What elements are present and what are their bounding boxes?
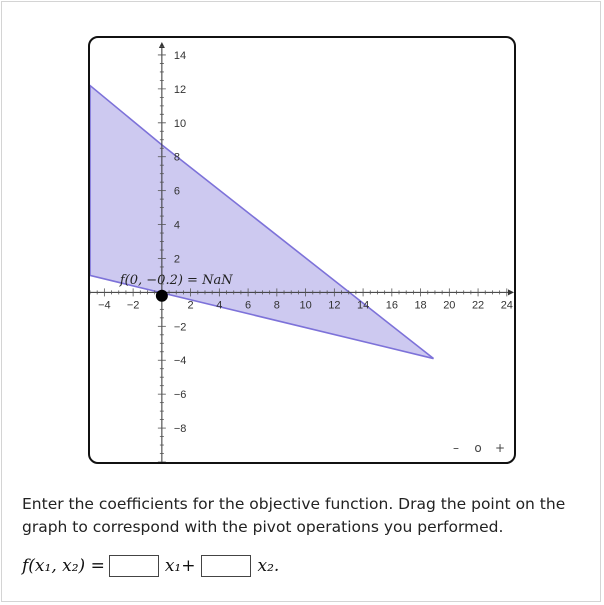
x-tick-label: 10: [299, 299, 311, 311]
y-tick-label: 2: [174, 253, 180, 265]
feasible-region: [90, 84, 435, 360]
x2-coefficient-input[interactable]: [201, 555, 252, 577]
x-tick-label: 24: [501, 299, 513, 311]
x-tick-label: 18: [414, 299, 426, 311]
x-tick-label: −4: [98, 299, 111, 311]
y-tick-label: 6: [174, 186, 180, 198]
instructions-text: Enter the coefficients for the objective…: [22, 495, 566, 536]
y-tick-label: 8: [174, 152, 180, 164]
y-tick-label: −8: [174, 423, 187, 435]
x-tick-label: 12: [328, 299, 340, 311]
y-tick-label: 10: [174, 118, 186, 130]
y-tick-label: −4: [174, 355, 187, 367]
x-tick-label: 8: [274, 299, 280, 311]
zoom-out-button[interactable]: –: [453, 441, 459, 455]
y-axis-arrow: [158, 42, 165, 48]
draggable-point[interactable]: [155, 289, 168, 302]
y-tick-label: 12: [174, 84, 186, 96]
point-label: f(0, −0.2) = NaN: [119, 273, 233, 288]
x1-variable-label: x₁+: [164, 556, 196, 576]
y-tick-label: 14: [174, 50, 186, 62]
y-tick-label: 4: [174, 220, 180, 232]
y-tick-label: −2: [174, 321, 187, 333]
objective-function: f(x₁, x₂) = x₁+ x₂.: [22, 553, 281, 579]
x-tick-label: 2: [188, 299, 194, 311]
x1-coefficient-input[interactable]: [108, 555, 159, 577]
x-tick-label: 20: [443, 299, 455, 311]
x-tick-label: 6: [245, 299, 251, 311]
y-tick-label: −6: [174, 389, 187, 401]
x-tick-label: 14: [357, 299, 369, 311]
x-tick-label: −2: [127, 299, 140, 311]
x-axis-arrow: [508, 289, 514, 296]
function-lhs: f(x₁, x₂) =: [22, 556, 105, 576]
x2-variable-label: x₂.: [257, 556, 280, 576]
x-tick-label: 16: [386, 299, 398, 311]
zoom-controls: – o +: [448, 440, 508, 456]
x-tick-label: 22: [472, 299, 484, 311]
zoom-reset-button[interactable]: o: [474, 441, 482, 455]
x-tick-label: 4: [216, 299, 222, 311]
zoom-in-button[interactable]: +: [494, 441, 506, 455]
